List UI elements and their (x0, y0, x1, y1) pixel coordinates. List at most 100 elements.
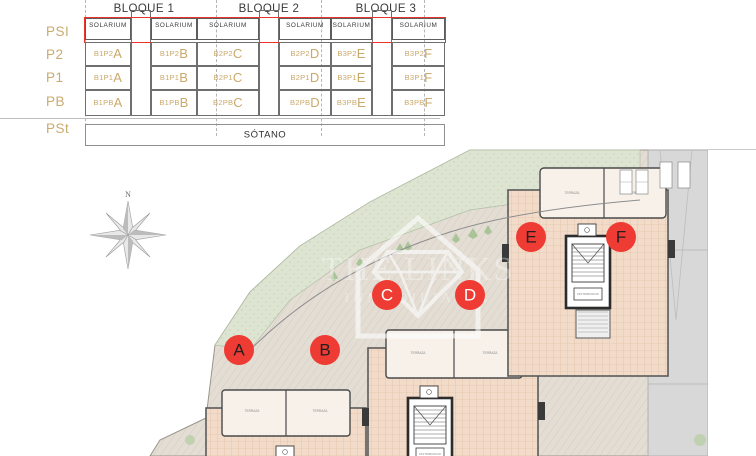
marker-circle[interactable] (516, 222, 546, 252)
block-header-2: BLOQUE 2 (238, 3, 300, 15)
stair-shaft-block-1 (131, 10, 151, 116)
unit-marker-b: B (310, 335, 340, 365)
block2-lift (419, 385, 439, 399)
solarium-label: SOLARIUM (286, 22, 324, 29)
upper-parking (659, 161, 691, 189)
unit-code: B2P2C (213, 46, 243, 61)
unit-cell-b2p1-c: B2P1C (197, 66, 259, 90)
solarium-cell-b: SOLARIUM (151, 18, 197, 40)
block3-stair-arrow (571, 243, 605, 264)
marker-circle[interactable] (606, 222, 636, 252)
block3-balcony-left (502, 244, 509, 262)
basement-separator-rule (0, 118, 440, 119)
marker-circle[interactable] (310, 335, 340, 365)
unit-cell-b3p1-f: B3P1F (392, 66, 445, 90)
block-header-3: BLOQUE 3 (355, 3, 417, 15)
unit-markers: A B C D E (224, 222, 636, 365)
unit-cell-b1pb-b: B1PBB (151, 90, 197, 116)
block2-lobby (415, 447, 445, 456)
row-label-pb: PB (46, 94, 66, 109)
marker-label: F (616, 228, 626, 247)
row-label-psi: PSI (46, 24, 70, 39)
unit-code: B3PBE (336, 95, 367, 110)
landscaping-shrubs (185, 434, 706, 446)
unit-cell-b1pb-a: B1PBA (85, 90, 131, 116)
block3-shaft-hatch (578, 311, 608, 333)
svg-text:TERRAZA: TERRAZA (245, 409, 261, 413)
solarium-cell-c: SOLARIUM (197, 18, 259, 40)
block3-room-block (539, 167, 667, 219)
unit-cell-b1p1-a: B1P1A (85, 66, 131, 90)
unit-code: B3PBF (404, 95, 433, 110)
marker-label: B (319, 341, 330, 360)
watermark: THE LINKS INMOBILIARIA (322, 214, 515, 339)
marker-label: E (525, 228, 536, 247)
unit-code: B2P2D (290, 46, 320, 61)
unit-code: B3P1E (337, 70, 366, 85)
watermark-diamond-facets (374, 251, 462, 317)
basement-cell: SÓTANO (85, 124, 445, 146)
svg-text:TERRAZA: TERRAZA (313, 409, 329, 413)
unit-code: B2P1C (213, 70, 243, 85)
solarium-label: SOLARIUM (209, 22, 247, 29)
marker-label: A (233, 341, 245, 360)
block3-lobby (573, 287, 603, 301)
marker-circle[interactable] (372, 280, 402, 310)
unit-code: B1P2A (93, 46, 123, 61)
block1-lift (275, 445, 295, 456)
solarium-cell-e: SOLARIUM (331, 18, 372, 40)
unit-code: B1PBA (93, 95, 123, 110)
unit-code: B3P1F (404, 70, 433, 85)
unit-code: B1P1A (93, 70, 123, 85)
marker-circle[interactable] (455, 280, 485, 310)
block3-parking (619, 169, 649, 195)
svg-text:DISTRIBUIDOR: DISTRIBUIDOR (419, 452, 441, 456)
solarium-cell-f: SOLARIUM (392, 18, 445, 40)
unit-marker-e: E (516, 222, 546, 252)
basement-label: SÓTANO (243, 129, 287, 141)
block3-balcony-right (668, 240, 675, 258)
unit-code: B1P1B (159, 70, 189, 85)
svg-text:TERRAZA: TERRAZA (565, 191, 581, 195)
block2-stair-arrow (413, 405, 447, 426)
block3-lift (577, 223, 597, 237)
unit-cell-b2p2-d: B2P2D (279, 42, 331, 66)
block2-balcony-right (538, 402, 545, 420)
block3-stair-treads (572, 247, 604, 277)
block-header-1: BLOQUE 1 (113, 3, 175, 15)
marker-label: D (464, 286, 476, 305)
block2-lift-symbol (426, 389, 432, 395)
unit-cell-b2pb-c: B2PBC (197, 90, 259, 116)
block3-lift-symbol (584, 227, 590, 233)
unit-cell-b2p2-c: B2P2C (197, 42, 259, 66)
marker-circle[interactable] (224, 335, 254, 365)
solarium-cell-a: SOLARIUM (85, 18, 131, 40)
unit-cell-b1p2-a: B1P2A (85, 42, 131, 66)
level-row-labels: PSI P2 P1 PB PSt (0, 0, 85, 148)
unit-code: B3P2F (404, 46, 433, 61)
stair-shaft-block-3 (372, 10, 392, 116)
svg-text:TERRAZA: TERRAZA (483, 351, 499, 355)
row-label-p1: P1 (46, 70, 64, 85)
unit-marker-d: D (455, 280, 485, 310)
compass-north-label: N (125, 190, 131, 199)
unit-code: B1P2B (159, 46, 189, 61)
solarium-label: SOLARIUM (89, 22, 127, 29)
unit-cell-b3pb-f: B3PBF (392, 90, 445, 116)
unit-cell-b1p1-b: B1P1B (151, 66, 197, 90)
site-plan: TERRAZA TERRAZA DISTRIBUIDOR (0, 140, 756, 456)
svg-text:DISTRIBUIDOR: DISTRIBUIDOR (577, 292, 599, 296)
block-level-legend-table: BLOQUE 1 BLOQUE 2 BLOQUE 3 PSI P2 P1 PB … (0, 0, 446, 148)
building-block-1: TERRAZA TERRAZA DISTRIBUIDOR (205, 389, 367, 456)
unit-code: B3P2E (337, 46, 366, 61)
unit-marker-f: F (606, 222, 636, 252)
unit-cell-b3p2-f: B3P2F (392, 42, 445, 66)
unit-code: B2PBC (213, 95, 243, 110)
unit-code: B2PBD (290, 95, 320, 110)
block-divider-2-3 (321, 0, 322, 136)
unit-marker-c: C (372, 280, 402, 310)
row-label-p2: P2 (46, 47, 64, 62)
watermark-title: THE LINKS (322, 251, 515, 288)
solarium-label: SOLARIUM (155, 22, 193, 29)
